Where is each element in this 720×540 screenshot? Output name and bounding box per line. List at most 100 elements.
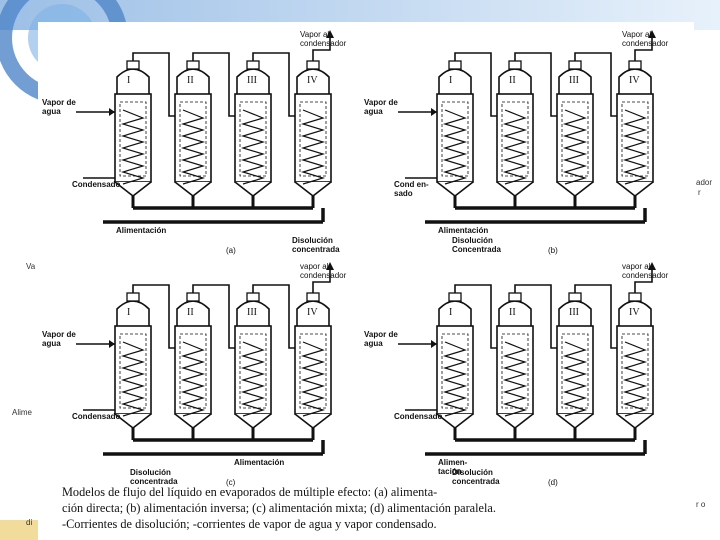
heating-coil-icon [120,109,146,185]
effect-cone [556,181,594,198]
effect-inner-tube [441,333,469,409]
vapor-transfer-line [514,284,563,349]
effect-cone [496,181,534,198]
vapor-transfer-line [574,284,623,349]
panel-letter: (c) [226,478,236,487]
vapor-transfer-line [132,52,181,117]
edge-fragment: di [26,518,33,527]
evaporator-effect-1 [114,284,181,440]
concentrate-label: Disolución [452,468,493,477]
effect-cone [234,181,272,198]
heating-coil-icon [622,341,648,417]
condensate-label: sado [394,189,413,198]
steam-label: Vapor de [42,98,76,107]
effect-body [294,325,332,415]
effect-nozzle [246,292,260,302]
vapor-transfer-line [454,284,503,349]
heating-coil-icon [502,341,528,417]
steam-label: Vapor de [364,98,398,107]
heating-coil-icon [442,109,468,185]
effect-dome [438,68,472,94]
effect-body [616,93,654,183]
concentrate-label: concentrada [292,245,340,254]
evaporator-effect-3 [234,52,301,208]
steam-label: agua [42,107,61,116]
effect-cone [174,413,212,430]
effect-inner-tube [441,101,469,177]
effect-number: III [247,75,257,86]
evaporator-effect-1 [436,52,503,208]
concentrate-label: concentrada [130,477,178,486]
effect-number: III [569,307,579,318]
evaporator-effect-4 [294,60,332,208]
effect-nozzle [628,292,642,302]
effect-nozzle [306,60,320,70]
effect-number: I [449,307,453,318]
vapor-transfer-line [192,284,241,349]
effect-cone [556,413,594,430]
figure-caption: Modelos de flujo del líquido en evaporad… [62,484,702,532]
effect-number: IV [629,307,640,318]
effect-nozzle [126,60,140,70]
vapor-line-condenser [312,34,331,67]
feed-label: tación [438,467,462,476]
heating-coil-icon [180,341,206,417]
vapor-to-condenser-label: Vapor al [622,30,652,39]
effect-inner-tube [501,333,529,409]
vapor-line-condenser [634,34,653,67]
evaporator-effect-2 [174,284,241,440]
effect-cone [616,181,654,198]
effect-number: I [127,307,131,318]
heating-coil-icon [502,109,528,185]
effect-body [436,325,474,415]
steam-label: agua [364,339,383,348]
edge-fragment: r o [696,500,706,509]
effect-inner-tube [179,333,207,409]
edge-fragment: Va [26,262,36,271]
heating-coil-icon [180,109,206,185]
steam-label: agua [364,107,383,116]
effect-nozzle [568,292,582,302]
arrow-head [431,340,437,348]
vapor-transfer-line [192,52,241,117]
vapor-line-condenser [312,266,331,299]
condensate-label: Condensado [72,180,121,189]
effect-inner-tube [501,101,529,177]
effect-number: I [127,75,131,86]
evaporator-effect-4 [294,292,332,440]
effect-cone [294,181,332,198]
effect-cone [174,181,212,198]
heating-coil-icon [622,109,648,185]
vapor-transfer-line [574,52,623,117]
effect-nozzle [186,60,200,70]
evaporator-effect-3 [234,284,301,440]
panel-letter: (a) [226,246,236,255]
effect-body [114,325,152,415]
effect-number: IV [307,307,318,318]
effect-number: II [509,75,516,86]
effect-number: III [569,75,579,86]
steam-label: Vapor de [42,330,76,339]
evaporator-effect-1 [114,52,181,208]
vapor-to-condenser-label: condensador [300,271,347,280]
effect-nozzle [246,60,260,70]
heating-coil-icon [442,341,468,417]
condensate-label: Cond en- [394,180,429,189]
effect-body [556,325,594,415]
heating-coil-icon [300,341,326,417]
vapor-to-condenser-label: vapor al [622,262,651,271]
feed-label: Alimentación [116,226,167,235]
feed-label: Alimen- [438,458,468,467]
evaporator-effect-2 [496,52,563,208]
feed-label: Alimentación [438,226,489,235]
steam-label: agua [42,339,61,348]
vapor-to-condenser-label: condensador [622,271,669,280]
effect-nozzle [568,60,582,70]
heating-coil-icon [240,109,266,185]
effect-inner-tube [561,333,589,409]
effect-body [496,93,534,183]
concentrate-label: concentrada [452,477,500,486]
effect-inner-tube [621,101,649,177]
